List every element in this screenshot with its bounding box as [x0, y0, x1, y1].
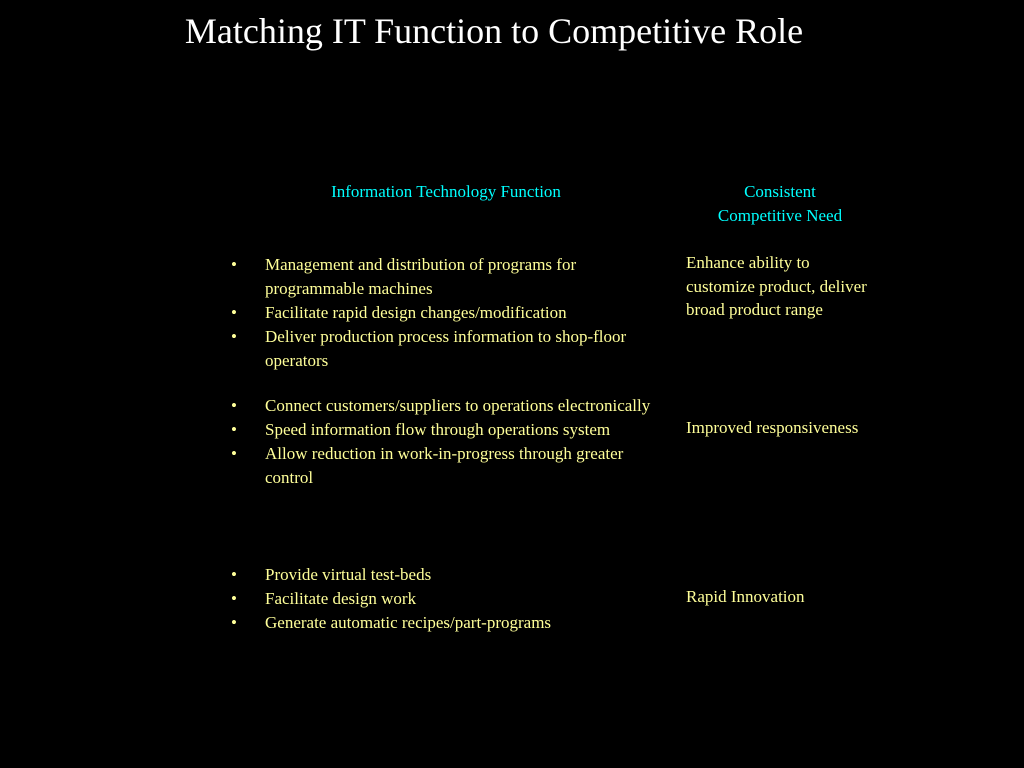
slide-title: Matching IT Function to Competitive Role [184, 11, 804, 51]
function-item: • Generate automatic recipes/part-progra… [226, 611, 666, 635]
bullet-icon: • [231, 255, 237, 274]
need-column-header: Consistent Competitive Need [686, 180, 874, 228]
competitive-need-3: Rapid Innovation [686, 587, 805, 606]
function-text: Facilitate design work [265, 589, 417, 608]
bullet-icon: • [231, 303, 237, 322]
bullet-icon: • [231, 589, 237, 608]
function-text: Management and distribution of programs … [265, 255, 577, 298]
function-text: Facilitate rapid design changes/modifica… [265, 303, 567, 322]
function-group-3: • Provide virtual test-beds • Facilitate… [226, 563, 666, 635]
bullet-icon: • [231, 565, 237, 584]
function-group-1: • Management and distribution of program… [226, 253, 666, 373]
function-item: • Connect customers/suppliers to operati… [226, 394, 666, 418]
bullet-icon: • [231, 444, 237, 463]
competitive-need-1: Enhance ability to customize product, de… [686, 253, 867, 319]
function-text: Generate automatic recipes/part-programs [265, 613, 552, 632]
function-item: • Allow reduction in work-in-progress th… [226, 442, 666, 490]
need-header-line-1: Consistent [744, 182, 816, 201]
function-column-header: Information Technology Function [331, 182, 561, 201]
bullet-icon: • [231, 327, 237, 346]
function-text: Deliver production process information t… [265, 327, 627, 370]
function-group-2: • Connect customers/suppliers to operati… [226, 394, 666, 490]
function-item: • Management and distribution of program… [226, 253, 666, 301]
function-item: • Speed information flow through operati… [226, 418, 666, 442]
function-text: Allow reduction in work-in-progress thro… [265, 444, 624, 487]
function-item: • Facilitate rapid design changes/modifi… [226, 301, 666, 325]
bullet-icon: • [231, 420, 237, 439]
function-item: • Facilitate design work [226, 587, 666, 611]
bullet-icon: • [231, 396, 237, 415]
function-text: Provide virtual test-beds [265, 565, 432, 584]
function-item: • Deliver production process information… [226, 325, 666, 373]
function-item: • Provide virtual test-beds [226, 563, 666, 587]
function-text: Speed information flow through operation… [265, 420, 611, 439]
function-text: Connect customers/suppliers to operation… [265, 396, 651, 415]
bullet-icon: • [231, 613, 237, 632]
competitive-need-2: Improved responsiveness [686, 418, 859, 437]
need-header-line-2: Competitive Need [717, 206, 843, 225]
